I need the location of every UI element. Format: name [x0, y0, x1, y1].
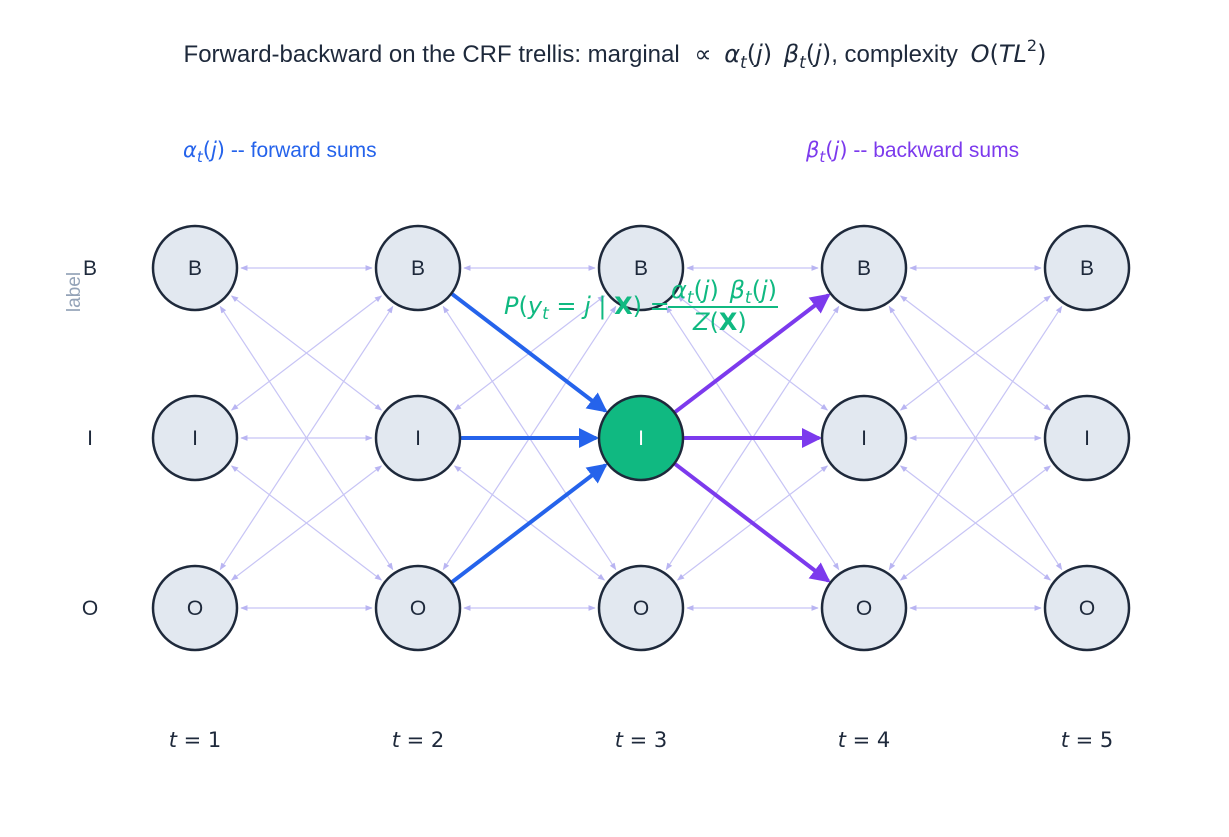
state-row-label: B — [83, 257, 97, 280]
node-circle — [374, 394, 462, 482]
node-label: I — [1084, 427, 1090, 450]
node-circle — [151, 564, 239, 652]
transition-edge-1-O-I — [231, 465, 382, 581]
trellis-node: B — [374, 224, 462, 312]
node-label: I — [861, 427, 867, 450]
time-step-label: t = 1 — [169, 728, 222, 752]
time-step-label: t = 5 — [1061, 728, 1114, 752]
svg-text:Z(X): Z(X) — [692, 308, 747, 336]
time-step-label: t = 3 — [615, 728, 668, 752]
node-label: I — [192, 427, 198, 450]
trellis-node: I — [374, 394, 462, 482]
node-circle — [1043, 224, 1131, 312]
trellis-node: B — [820, 224, 908, 312]
node-label: B — [857, 257, 871, 280]
node-circle — [151, 394, 239, 482]
time-step-labels: t = 1 t = 2 t = 3 t = 4 t = 5 — [169, 728, 1114, 752]
transition-edge-4-O-I — [900, 465, 1051, 581]
node-label: B — [634, 257, 648, 280]
trellis-node: O — [597, 564, 685, 652]
backward-edges — [673, 293, 831, 583]
forward-edges — [450, 292, 608, 584]
node-circle — [1043, 564, 1131, 652]
node-label: O — [856, 597, 872, 620]
y-axis-label: label — [64, 272, 85, 312]
forward-sums-label: αt(j) -- forward sums — [183, 138, 377, 166]
state-row-label: I — [87, 427, 93, 450]
state-labels: B I O — [82, 257, 98, 620]
trellis-node: B — [1043, 224, 1131, 312]
node-label: B — [188, 257, 202, 280]
forward-edge-O-I — [450, 463, 608, 584]
node-circle — [820, 564, 908, 652]
trellis-node: I — [820, 394, 908, 482]
node-circle — [374, 224, 462, 312]
backward-sums-label: βt(j) -- backward sums — [805, 138, 1019, 166]
node-label: O — [410, 597, 426, 620]
diagram-title: Forward-backward on the CRF trellis: mar… — [184, 36, 1047, 73]
node-circle — [151, 224, 239, 312]
backward-edge-I-O — [673, 462, 831, 583]
node-circle — [597, 394, 685, 482]
trellis-node: O — [374, 564, 462, 652]
trellis-nodes: B I O B I O B I O B I O B I O — [151, 224, 1131, 652]
trellis-node: O — [1043, 564, 1131, 652]
node-circle — [374, 564, 462, 652]
marginal-formula: P(yt = j | X) = αt(j) βt(j) Z(X) — [504, 276, 778, 336]
node-circle — [820, 224, 908, 312]
highlighted-node: I — [597, 394, 685, 482]
node-label: B — [411, 257, 425, 280]
time-step-label: t = 2 — [392, 728, 445, 752]
svg-text:P(yt = j | X) =: P(yt = j | X) = — [504, 292, 670, 324]
backward-edge-I-B — [673, 293, 831, 414]
node-label: O — [187, 597, 203, 620]
time-step-label: t = 4 — [838, 728, 891, 752]
node-circle — [820, 394, 908, 482]
node-label: O — [1079, 597, 1095, 620]
trellis-node: O — [151, 564, 239, 652]
node-label: I — [415, 427, 421, 450]
node-label: I — [638, 427, 644, 450]
trellis-node: O — [820, 564, 908, 652]
node-label: B — [1080, 257, 1094, 280]
node-label: O — [633, 597, 649, 620]
trellis-node: B — [151, 224, 239, 312]
svg-text:αt(j) βt(j): αt(j) βt(j) — [671, 276, 777, 308]
node-circle — [1043, 394, 1131, 482]
trellis-node: I — [151, 394, 239, 482]
state-row-label: O — [82, 597, 98, 620]
forward-edge-B-I — [450, 292, 608, 413]
trellis-node: I — [1043, 394, 1131, 482]
trellis-node: B — [597, 224, 685, 312]
node-circle — [597, 564, 685, 652]
node-circle — [597, 224, 685, 312]
